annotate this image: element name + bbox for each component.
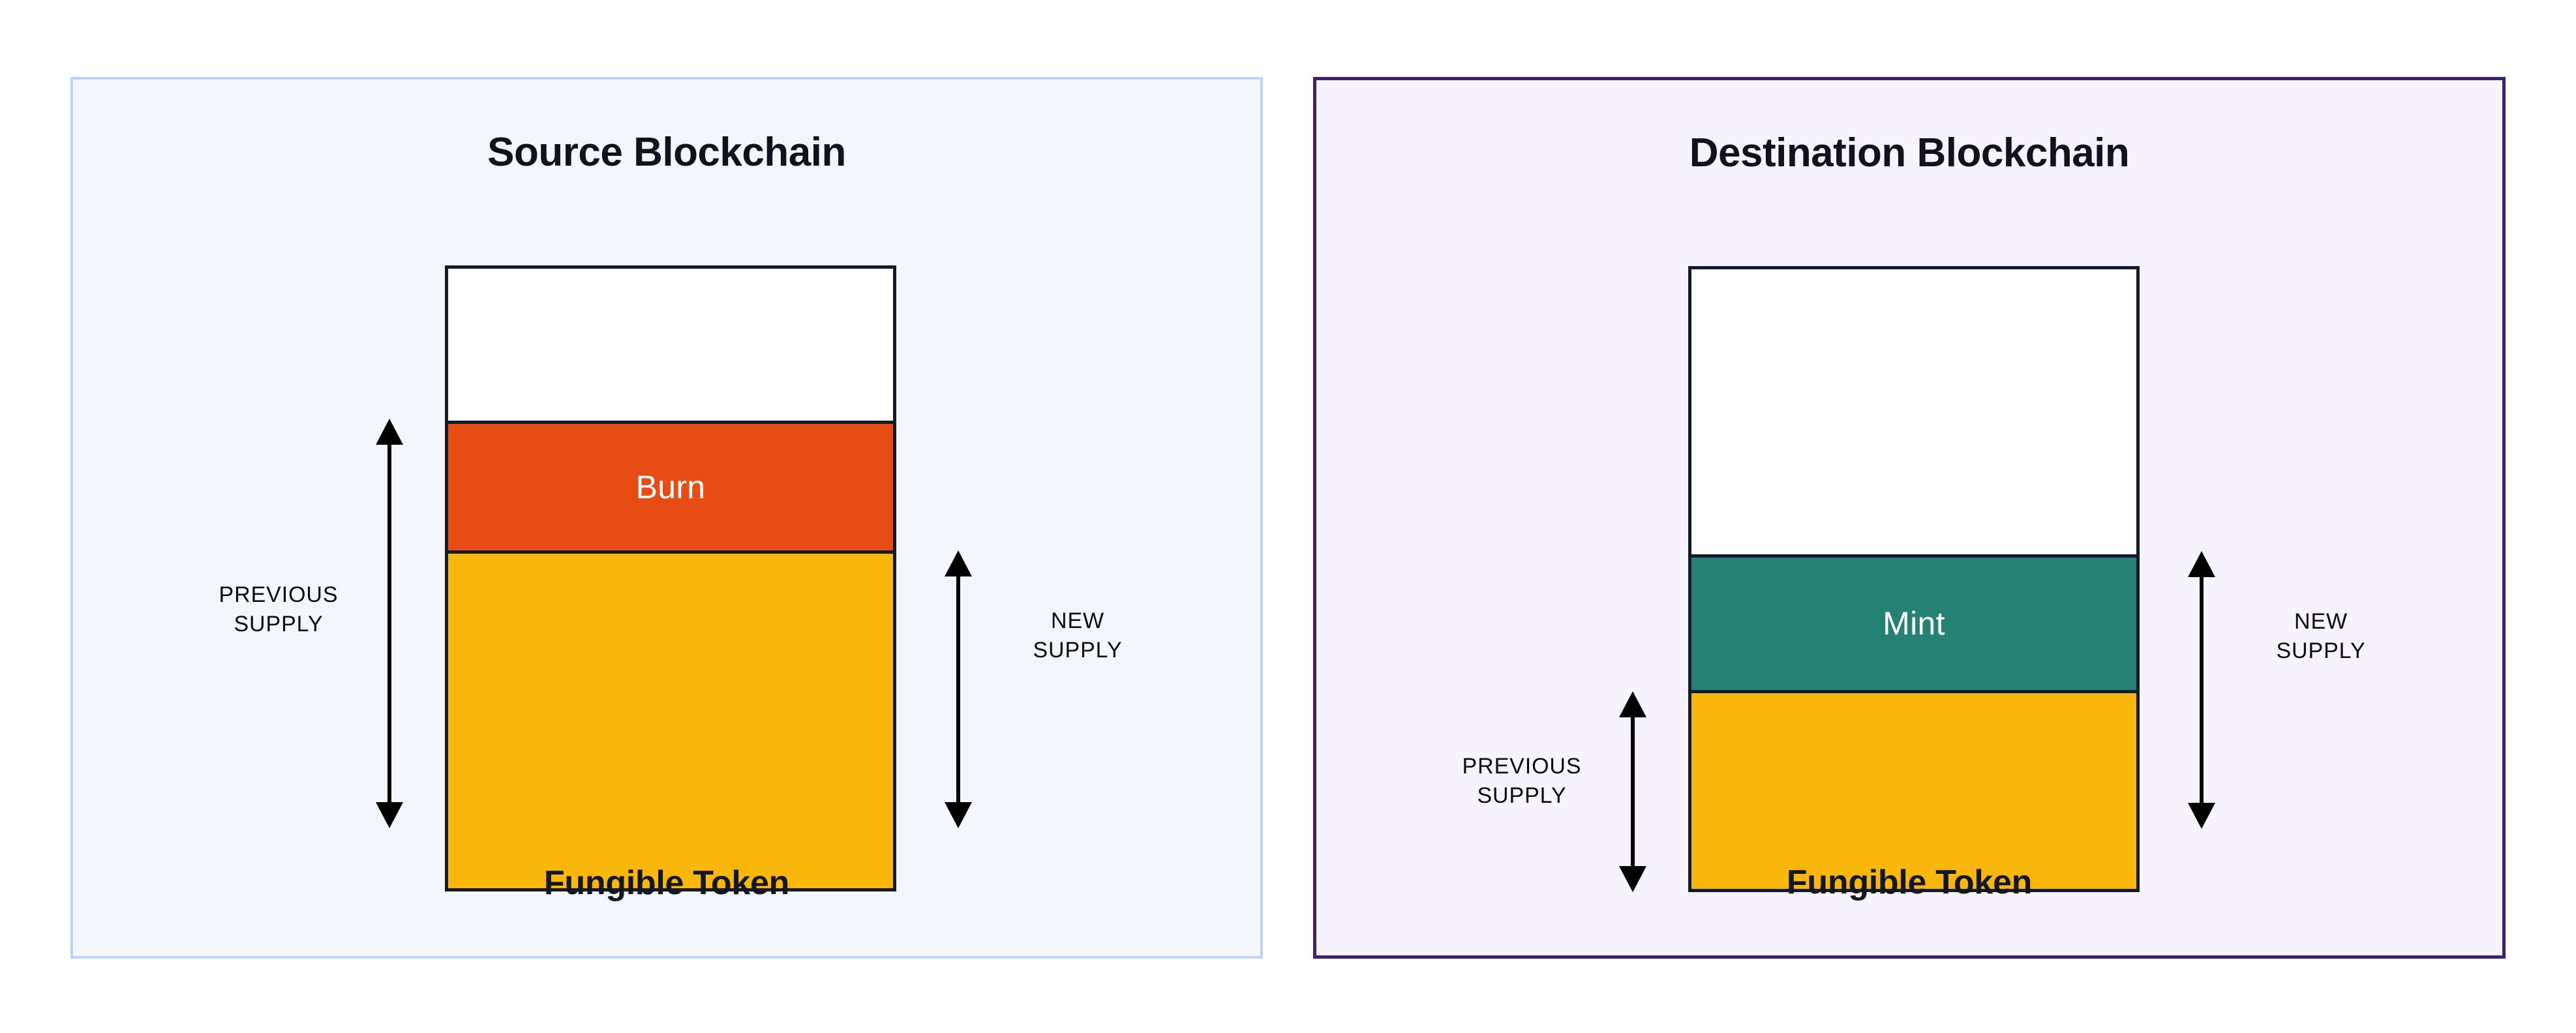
destination-token-supply-bar: Mint <box>1688 266 2140 892</box>
source-previous-supply-measure-arrow <box>376 419 403 828</box>
destination-blockchain-panel: Destination Blockchain Mint PREVIOUS SUP… <box>1313 77 2506 959</box>
source-token-supply-bar: Burn <box>445 265 896 891</box>
source-new-supply-measure-arrow <box>945 550 972 828</box>
source-panel-title: Source Blockchain <box>487 130 846 175</box>
source-bar-burn-segment: Burn <box>448 420 893 554</box>
source-bar-remaining-supply-segment <box>448 554 893 888</box>
source-new-supply-label: NEW SUPPLY <box>1033 608 1123 663</box>
destination-previous-supply-measure-arrow <box>1619 691 1646 892</box>
destination-new-supply-measure-arrow <box>2188 551 2215 829</box>
burn-segment-label: Burn <box>635 468 706 505</box>
source-bar-headroom-segment <box>448 269 893 420</box>
destination-bar-remaining-supply-segment <box>1691 693 2136 889</box>
destination-bar-mint-segment: Mint <box>1691 554 2136 693</box>
destination-panel-title: Destination Blockchain <box>1689 130 2130 175</box>
mint-segment-label: Mint <box>1883 605 1945 642</box>
destination-new-supply-label: NEW SUPPLY <box>2276 609 2366 663</box>
source-blockchain-panel: Source Blockchain Burn PREVIOUS SUPPLY <box>70 77 1263 959</box>
destination-previous-supply-label: PREVIOUS SUPPLY <box>1462 754 1582 808</box>
source-previous-supply-label: PREVIOUS SUPPLY <box>219 582 339 636</box>
destination-bar-headroom-segment <box>1691 269 2136 554</box>
destination-panel-footer-label: Fungible Token <box>1786 863 2033 901</box>
source-panel-footer-label: Fungible Token <box>543 864 790 902</box>
